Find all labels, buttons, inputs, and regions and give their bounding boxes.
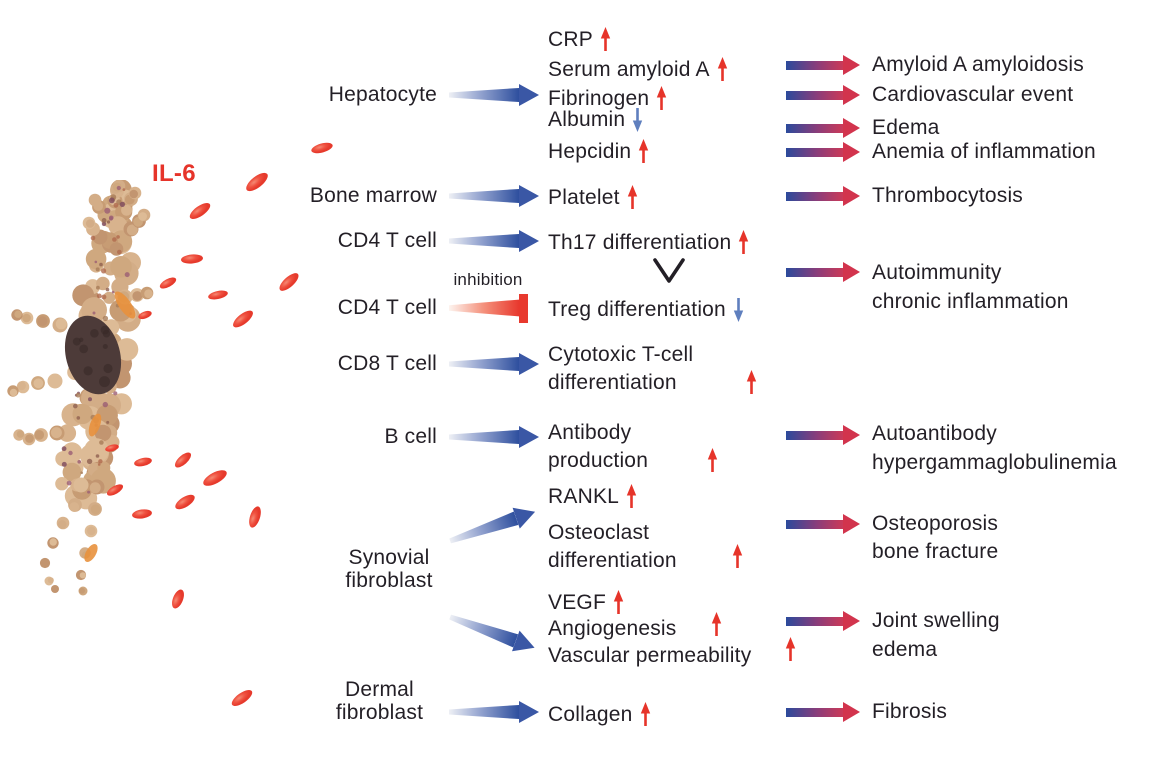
arrow-to-cardiovascular (786, 85, 860, 105)
cell-label-cd4-t-cell-2: CD4 T cell (337, 296, 437, 319)
increase-arrow-icon (613, 590, 624, 614)
arrow-to-osteoporosis (786, 514, 860, 534)
outcome-fibrosis: Fibrosis (872, 700, 948, 723)
effect-antibody-production: Antibody production (548, 421, 649, 472)
decrease-arrow-icon (733, 298, 744, 322)
effect-rankl: RANKL (548, 483, 638, 510)
increase-arrow-icon (657, 86, 667, 110)
arrow-bone-marrow-platelet (449, 185, 539, 207)
increase-arrow-icon (739, 230, 749, 254)
increase-arrow-icon (785, 637, 796, 661)
outcome-osteoporosis: Osteoporosis bone fracture (872, 512, 999, 563)
effect-hepcidin: Hepcidin (548, 138, 650, 165)
arrow-bcell-antibody (449, 426, 539, 448)
arrow-synovial-angiogenesis (446, 607, 539, 659)
outcome-amyloid-a-amyloidosis: Amyloid A amyloidosis (872, 53, 1084, 76)
outcome-joint-swelling: Joint swelling edema (872, 609, 1000, 661)
cell-label-dermal-fibroblast: Dermal fibroblast (335, 678, 424, 724)
effect-albumin: Albumin (548, 106, 644, 133)
il6-source-cell-illustration (7, 180, 154, 596)
increase-arrow-icon (639, 139, 649, 163)
arrow-cd8-cytotoxic (449, 353, 539, 375)
increase-arrow-icon (707, 448, 718, 472)
il6-molecule (134, 457, 152, 467)
decrease-arrow-icon (633, 108, 643, 132)
effect-treg-differentiation: Treg differentiation (548, 296, 745, 323)
outcome-autoantibody: Autoantibody hypergammaglobulinemia (872, 422, 1117, 474)
arrow-dermal-collagen (449, 701, 539, 723)
effect-platelet: Platelet (548, 184, 639, 211)
increase-arrow-icon (640, 702, 650, 726)
inhibition-label: inhibition (453, 270, 523, 289)
il6-molecule (246, 172, 268, 192)
il6-molecule (174, 452, 192, 468)
il6-molecules (105, 142, 333, 707)
il6-molecule (106, 484, 124, 496)
increase-arrow-icon (600, 27, 611, 51)
arrow-synovial-osteoclast (446, 501, 539, 551)
il6-molecule (159, 277, 177, 289)
il6-molecule (208, 290, 228, 300)
arrow-cd4-th17 (449, 230, 539, 252)
cell-label-cd4-t-cell-1: CD4 T cell (337, 229, 437, 252)
il6-label: IL-6 (152, 160, 196, 187)
outcome-cardiovascular-event: Cardiovascular event (872, 83, 1074, 106)
il6-molecule (311, 142, 333, 154)
il6-molecule (231, 689, 253, 707)
inhibition-tbar-arrow (449, 293, 528, 323)
increase-arrow-icon (711, 612, 722, 636)
il6-molecule (105, 444, 119, 452)
effect-th17-differentiation: Th17 differentiation (548, 229, 750, 256)
effect-vascular-permeability: Vascular permeability (548, 644, 752, 667)
il6-molecule (138, 310, 152, 320)
cell-label-cd8-t-cell: CD8 T cell (337, 352, 437, 375)
arrow-to-fibrosis (786, 702, 860, 722)
il6-molecule (279, 273, 299, 291)
imbalance-greater-than-symbol (653, 258, 685, 283)
effect-fibrinogen: Fibrinogen (548, 85, 668, 112)
increase-arrow-icon (627, 185, 637, 209)
il6-molecule (181, 254, 203, 264)
arrow-to-joint-swelling (786, 611, 860, 631)
increase-arrow-icon (717, 57, 727, 81)
increase-arrow-icon (626, 484, 637, 508)
effect-cytotoxic-differentiation: Cytotoxic T-cell differentiation (548, 343, 694, 394)
il6-molecule (249, 506, 261, 528)
cell-label-b-cell: B cell (384, 425, 437, 448)
arrow-to-thrombocytosis (786, 186, 860, 206)
il6-molecule (203, 470, 227, 486)
effect-vegf: VEGF (548, 589, 625, 616)
effect-serum-amyloid-a: Serum amyloid A (548, 56, 729, 83)
effect-crp: CRP (548, 26, 612, 53)
arrow-to-anemia (786, 142, 860, 162)
increase-arrow-icon (746, 370, 757, 394)
outcome-anemia-of-inflammation: Anemia of inflammation (872, 140, 1096, 163)
arrow-to-autoantibody (786, 425, 860, 445)
il6-molecule (132, 509, 152, 519)
arrow-to-amyloidosis (786, 55, 860, 75)
increase-arrow-icon (732, 544, 743, 568)
arrow-to-autoimmunity (786, 262, 860, 282)
effect-angiogenesis: Angiogenesis (548, 617, 677, 640)
effect-collagen: Collagen (548, 701, 652, 728)
outcome-edema: Edema (872, 116, 940, 139)
arrow-hepatocyte-effects (449, 84, 539, 106)
il6-molecule (189, 202, 211, 220)
outcome-thrombocytosis: Thrombocytosis (872, 184, 1024, 207)
cell-label-hepatocyte: Hepatocyte (328, 83, 437, 106)
cell-label-synovial-fibroblast: Synovial fibroblast (345, 546, 433, 592)
outcome-autoimmunity: Autoimmunity chronic inflammation (872, 261, 1069, 313)
il6-molecule (172, 589, 184, 609)
arrow-to-edema (786, 118, 860, 138)
effect-osteoclast-differentiation: Osteoclast differentiation (548, 521, 677, 572)
il6-molecule (175, 494, 195, 510)
il6-molecule (233, 310, 253, 328)
cell-label-bone-marrow: Bone marrow (309, 184, 437, 207)
